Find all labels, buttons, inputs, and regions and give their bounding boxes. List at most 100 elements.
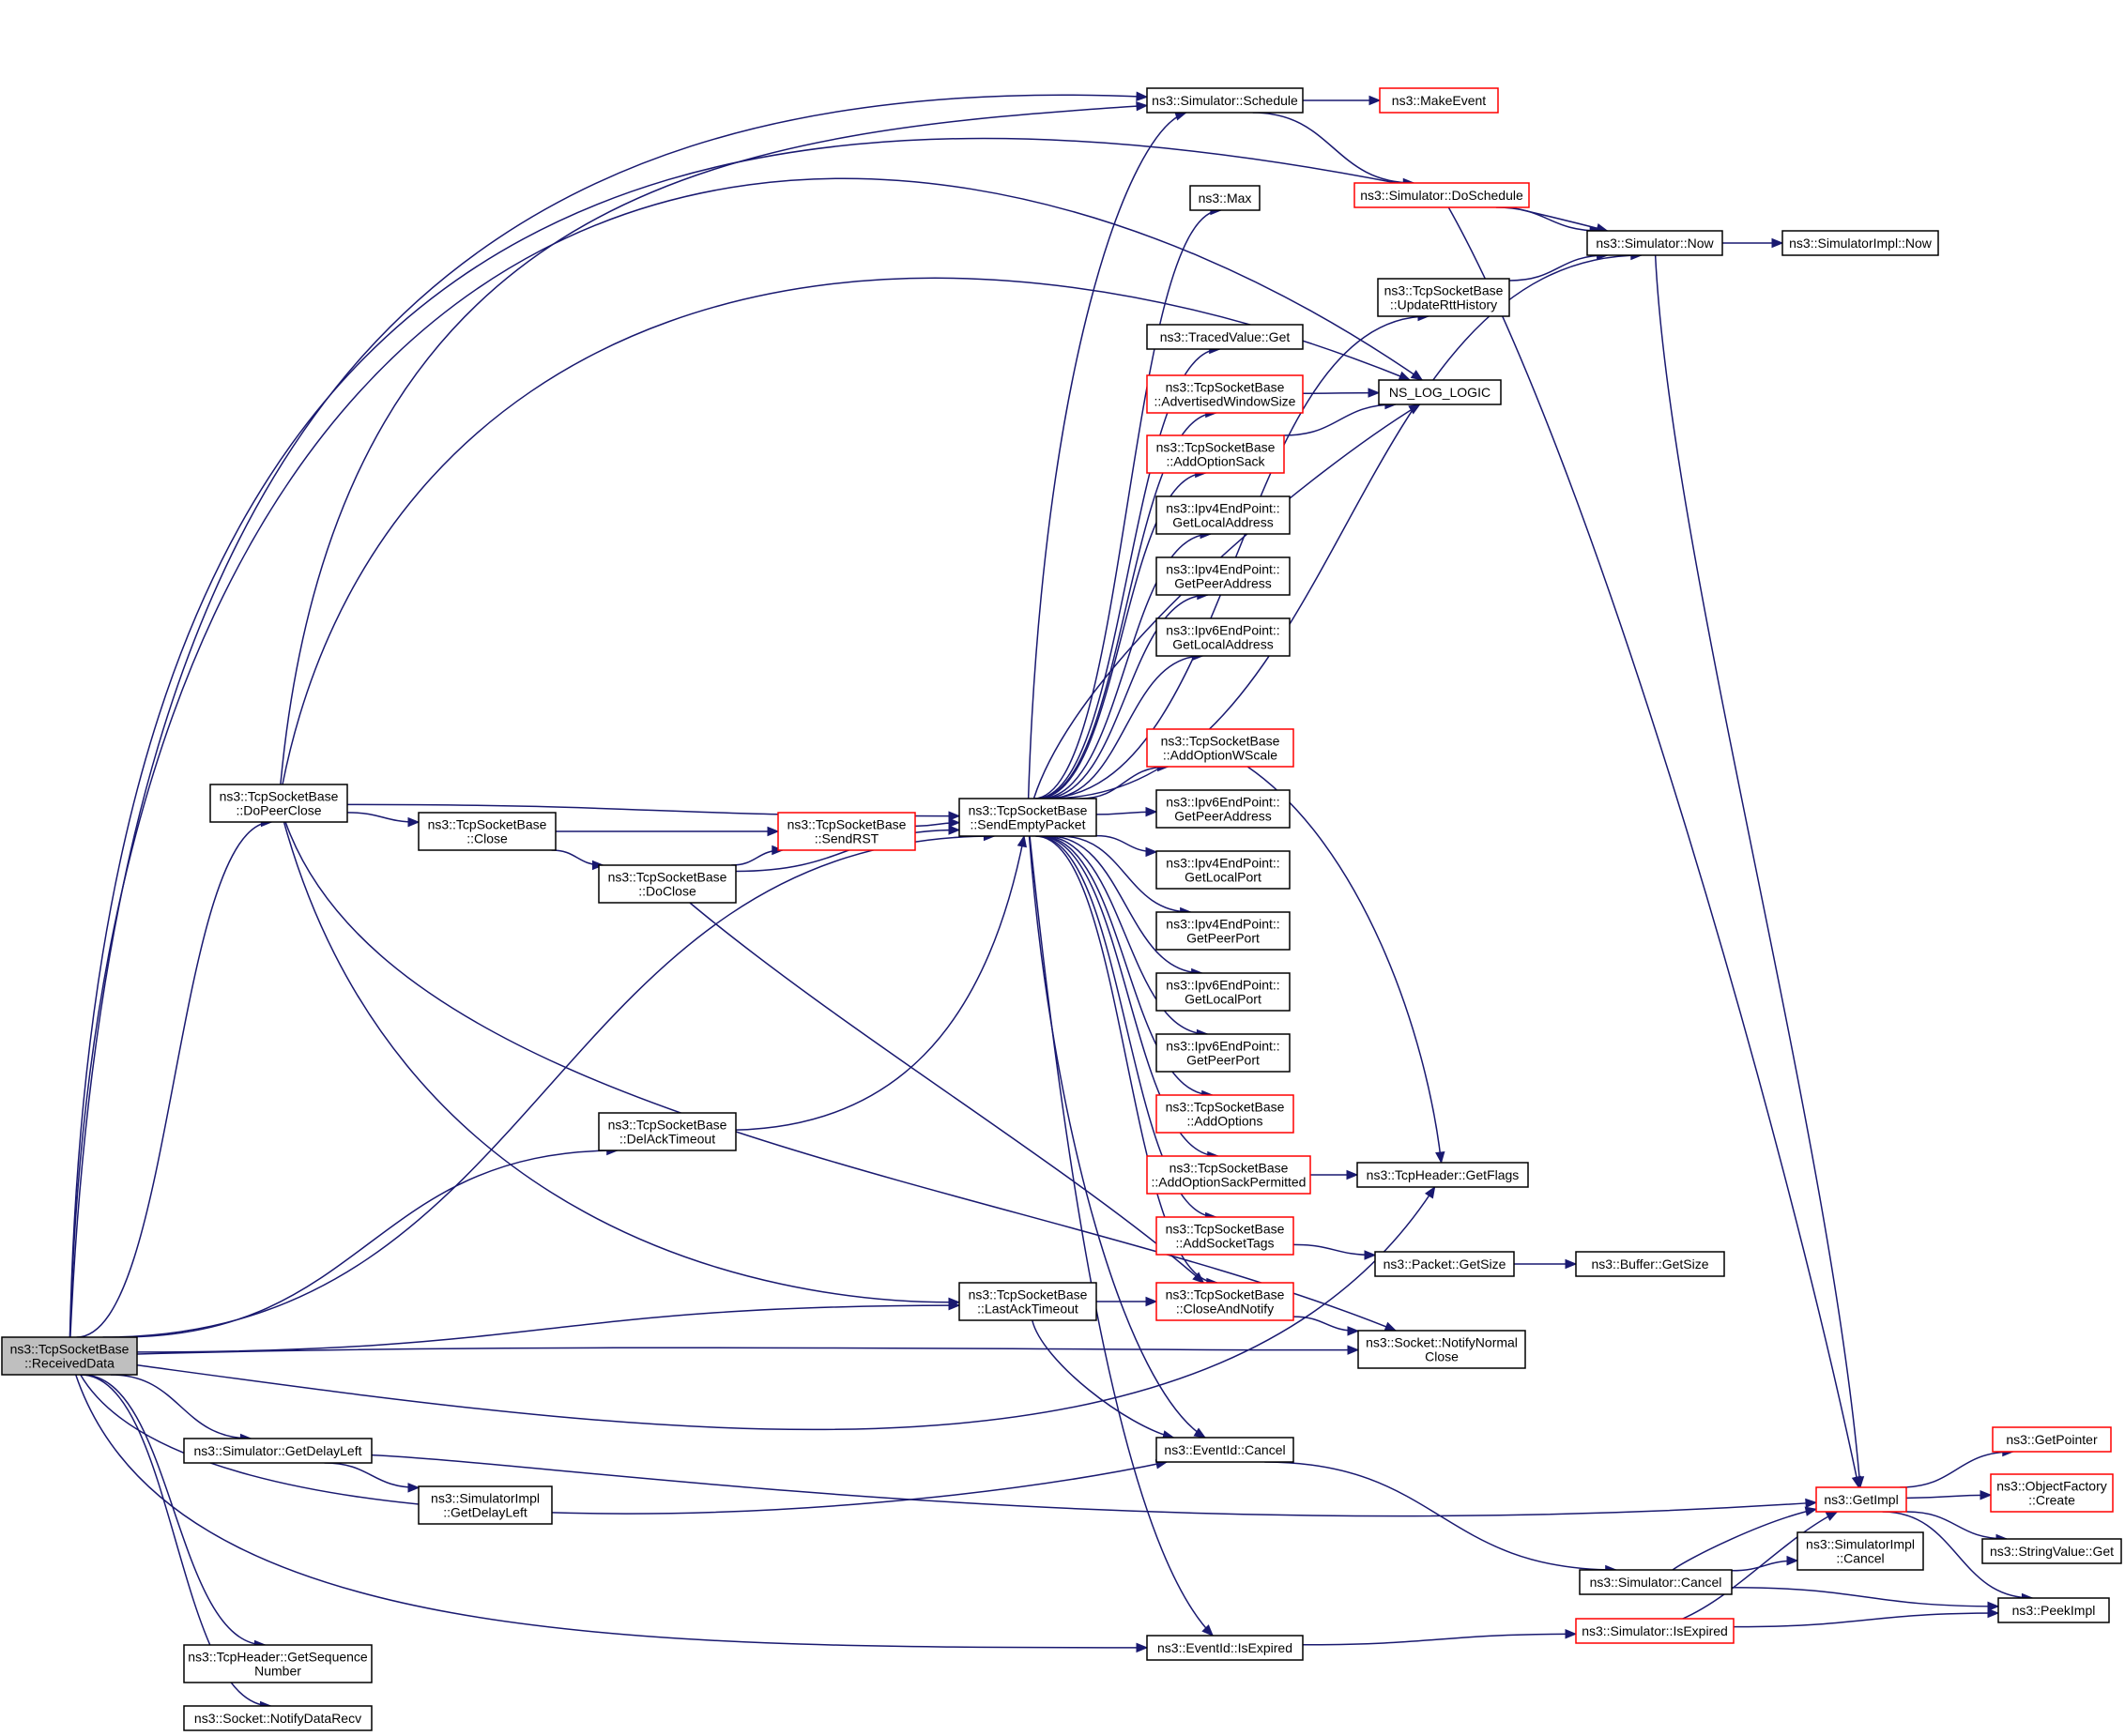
node-sendemptypacket[interactable]: ns3::TcpSocketBase::SendEmptyPacket xyxy=(958,798,1097,837)
node-ipv6getpeerport[interactable]: ns3::Ipv6EndPoint::GetPeerPort xyxy=(1155,1033,1291,1073)
node-box xyxy=(183,1438,373,1464)
node-label-line: ns3::TcpSocketBase xyxy=(10,1342,130,1357)
edge-line xyxy=(1905,1494,1992,1500)
node-dopeerclose[interactable]: ns3::TcpSocketBase::DoPeerClose xyxy=(209,784,348,823)
edge-line xyxy=(371,1454,1817,1517)
node-getpointer[interactable]: ns3::GetPointer xyxy=(1992,1426,2112,1453)
node-close[interactable]: ns3::TcpSocketBase::Close xyxy=(418,812,557,851)
node-box xyxy=(1586,230,1723,256)
node-nslog[interactable]: NS_LOG_LOGIC xyxy=(1378,379,1502,405)
node-box xyxy=(1781,230,1939,256)
edge-arrowhead xyxy=(1854,1476,1865,1489)
node-simcancel[interactable]: ns3::Simulator::Cancel xyxy=(1579,1569,1733,1595)
node-label-line: ns3::Buffer::GetSize xyxy=(1591,1256,1708,1272)
edge-line xyxy=(110,1374,252,1439)
edge-delacktimeout-to-sendemptypacket xyxy=(735,834,1027,1131)
node-ipv6getlocalport[interactable]: ns3::Ipv6EndPoint::GetLocalPort xyxy=(1155,972,1291,1012)
node-label-line: ::AddOptionSack xyxy=(1166,454,1265,469)
node-ipv4getlocaladdress[interactable]: ns3::Ipv4EndPoint::GetLocalAddress xyxy=(1155,495,1291,535)
node-doschedule[interactable]: ns3::Simulator::DoSchedule xyxy=(1353,182,1530,208)
nodes-layer: ns3::TcpSocketBase::ReceivedDatans3::Tcp… xyxy=(1,87,2122,1731)
node-isexpired[interactable]: ns3::EventId::IsExpired xyxy=(1146,1635,1304,1661)
node-closeandnotify[interactable]: ns3::TcpSocketBase::CloseAndNotify xyxy=(1155,1282,1294,1321)
node-implnow[interactable]: ns3::SimulatorImpl::Now xyxy=(1781,230,1939,256)
node-ipv4getpeerport[interactable]: ns3::Ipv4EndPoint::GetPeerPort xyxy=(1155,911,1291,951)
edge-arrowhead xyxy=(1017,834,1027,848)
node-box xyxy=(1155,1437,1294,1463)
node-box xyxy=(1815,1486,1907,1513)
node-implgetdelayleft[interactable]: ns3::SimulatorImpl::GetDelayLeft xyxy=(418,1485,553,1525)
node-addsockettags[interactable]: ns3::TcpSocketBase::AddSocketTags xyxy=(1155,1216,1294,1256)
edge-line xyxy=(735,835,1025,1131)
node-label-line: ns3::TcpSocketBase xyxy=(1166,380,1285,395)
node-delacktimeout[interactable]: ns3::TcpSocketBase::DelAckTimeout xyxy=(598,1112,737,1151)
node-now[interactable]: ns3::Simulator::Now xyxy=(1586,230,1723,256)
node-addoptionsackpermitted[interactable]: ns3::TcpSocketBase::AddOptionSackPermitt… xyxy=(1146,1155,1311,1195)
edge-line xyxy=(1447,206,1860,1488)
node-buffergetsize[interactable]: ns3::Buffer::GetSize xyxy=(1575,1251,1725,1277)
node-getdelayleft[interactable]: ns3::Simulator::GetDelayLeft xyxy=(183,1438,373,1464)
node-addoptions[interactable]: ns3::TcpSocketBase::AddOptions xyxy=(1155,1094,1294,1134)
node-receiveddata[interactable]: ns3::TcpSocketBase::ReceivedData xyxy=(1,1336,138,1376)
node-packetgetsize[interactable]: ns3::Packet::GetSize xyxy=(1374,1251,1515,1277)
edge-line xyxy=(1900,1451,2013,1488)
node-label-line: ns3::Ipv6EndPoint:: xyxy=(1166,795,1279,810)
node-notifydatarecv[interactable]: ns3::Socket::NotifyDataRecv xyxy=(183,1705,373,1731)
edge-arrowhead xyxy=(948,817,961,828)
node-peekimpl[interactable]: ns3::PeekImpl xyxy=(1997,1597,2110,1623)
node-box xyxy=(1796,1531,1924,1571)
node-advertisedwindowsize[interactable]: ns3::TcpSocketBase::AdvertisedWindowSize xyxy=(1146,374,1304,414)
node-implcancel[interactable]: ns3::SimulatorImpl::Cancel xyxy=(1796,1531,1924,1571)
node-label-line: GetPeerPort xyxy=(1186,931,1260,946)
node-lastacktimeout[interactable]: ns3::TcpSocketBase::LastAckTimeout xyxy=(958,1282,1097,1321)
node-label-line: GetPeerAddress xyxy=(1174,809,1272,824)
node-objectfactorycreate[interactable]: ns3::ObjectFactory::Create xyxy=(1990,1473,2114,1513)
node-box xyxy=(1990,1473,2114,1513)
node-label-line: ::CloseAndNotify xyxy=(1176,1302,1274,1317)
node-label-line: ::UpdateRttHistory xyxy=(1390,297,1497,312)
edge-line xyxy=(1043,835,1208,1035)
node-box xyxy=(1146,324,1304,350)
node-ipv4getlocalport[interactable]: ns3::Ipv4EndPoint::GetLocalPort xyxy=(1155,850,1291,890)
edge-arrowhead xyxy=(948,811,961,821)
node-label-line: ns3::SimulatorImpl::Now xyxy=(1789,236,1933,251)
edge-line xyxy=(1508,254,1608,282)
edge-line xyxy=(1264,1461,1616,1571)
node-addoptionsack[interactable]: ns3::TcpSocketBase::AddOptionSack xyxy=(1146,434,1285,474)
edge-line xyxy=(69,177,1423,1338)
node-doclose[interactable]: ns3::TcpSocketBase::DoClose xyxy=(598,864,737,904)
node-box xyxy=(1155,1094,1294,1134)
node-schedule[interactable]: ns3::Simulator::Schedule xyxy=(1146,87,1304,114)
edge-line xyxy=(284,821,1397,1332)
edge-arrowhead xyxy=(1347,1345,1360,1355)
edge-arrowhead xyxy=(1145,806,1158,817)
node-ipv4getpeeraddress[interactable]: ns3::Ipv4EndPoint::GetPeerAddress xyxy=(1155,556,1291,596)
edge-arrowhead xyxy=(1565,1258,1578,1270)
edge-line xyxy=(136,1347,1359,1355)
node-addoptionwscale[interactable]: ns3::TcpSocketBase::AddOptionWScale xyxy=(1146,728,1294,768)
edge-close-to-doclose xyxy=(551,849,604,871)
node-stringvalueget[interactable]: ns3::StringValue::Get xyxy=(1981,1538,2122,1564)
edge-arrowhead xyxy=(1145,1296,1158,1307)
node-updatertthistory[interactable]: ns3::TcpSocketBase::UpdateRttHistory xyxy=(1377,278,1510,317)
node-box xyxy=(1356,1162,1529,1188)
node-getflags[interactable]: ns3::TcpHeader::GetFlags xyxy=(1356,1162,1529,1188)
node-tracedget[interactable]: ns3::TracedValue::Get xyxy=(1146,324,1304,350)
node-label-line: ns3::Simulator::IsExpired xyxy=(1582,1623,1728,1638)
node-box xyxy=(1146,1635,1304,1661)
node-label-line: ns3::Socket::NotifyNormal xyxy=(1366,1335,1518,1350)
node-simisexpired[interactable]: ns3::Simulator::IsExpired xyxy=(1575,1618,1735,1644)
node-ipv6getpeeraddress[interactable]: ns3::Ipv6EndPoint::GetPeerAddress xyxy=(1155,789,1291,829)
node-box xyxy=(1146,87,1304,114)
node-label-line: ns3::TcpSocketBase xyxy=(1161,734,1280,749)
node-sendrst[interactable]: ns3::TcpSocketBase::SendRST xyxy=(777,812,916,851)
node-makeevent[interactable]: ns3::MakeEvent xyxy=(1379,87,1499,114)
node-getimpl[interactable]: ns3::GetImpl xyxy=(1815,1486,1907,1513)
node-ipv6getlocaladdress[interactable]: ns3::Ipv6EndPoint::GetLocalAddress xyxy=(1155,617,1291,657)
node-label-line: ns3::TcpSocketBase xyxy=(969,1287,1088,1302)
node-max[interactable]: ns3::Max xyxy=(1189,185,1261,211)
edge-line xyxy=(1246,766,1443,1164)
node-eventcancel[interactable]: ns3::EventId::Cancel xyxy=(1155,1437,1294,1463)
